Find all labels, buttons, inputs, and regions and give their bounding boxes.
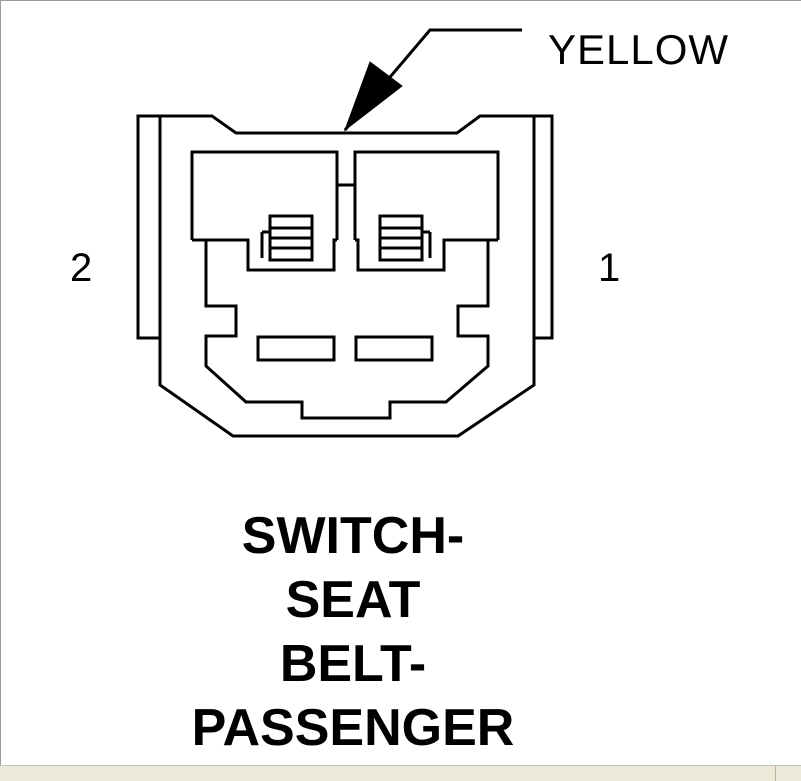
lower-slot-left [256,335,336,362]
inner-cavity [204,240,490,420]
terminal-block [190,150,500,240]
lower-slot-right [354,335,434,362]
scrollbar-corner [775,766,801,781]
title-line: BELT- [279,635,427,693]
connector-outer-body [158,114,536,438]
arrowhead [343,61,403,132]
right-side-tab [534,114,554,340]
terminal-latch-left [192,238,337,272]
horizontal-scrollbar[interactable] [0,765,801,781]
title-line: SWITCH- [241,507,465,565]
left-side-tab [136,114,160,340]
wire-color-label: YELLOW [548,26,730,73]
title-line: PASSENGER [191,699,515,757]
terminal-latch-right [355,238,498,272]
pin-label-2: 2 [70,246,93,290]
title-line: SEAT [285,571,421,629]
pin-label-1: 1 [598,246,621,290]
component-title: SWITCH- SEAT BELT- PASSENGER [0,504,706,760]
